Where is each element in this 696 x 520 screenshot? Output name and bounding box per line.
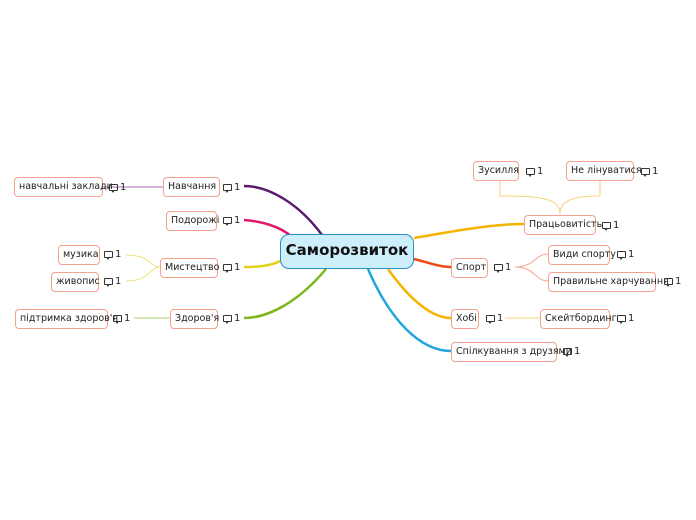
comment-icon: [223, 216, 232, 226]
link-navchannia: [243, 184, 324, 236]
comment-badge[interactable]: 1: [526, 164, 543, 178]
comment-icon: [563, 347, 572, 357]
topic-vydy-sportu[interactable]: Види спорту: [548, 245, 616, 265]
comment-icon: [223, 183, 232, 193]
link-ne-linuvatysia: [559, 180, 601, 215]
comment-icon: [617, 250, 626, 260]
topic-ne-linuvatysia[interactable]: Не лінуватися: [566, 161, 642, 181]
topic-mystetstvo[interactable]: Мистецтво: [160, 258, 219, 278]
topic-khobi[interactable]: Хобі: [451, 309, 479, 329]
comment-icon: [526, 167, 535, 177]
topic-spilkuvannia[interactable]: Спілкування з друзями: [451, 342, 572, 362]
comment-badge[interactable]: 1: [223, 213, 240, 227]
link-pratsovytist: [413, 222, 525, 240]
comment-icon: [223, 263, 232, 273]
comment-badge[interactable]: 1: [563, 344, 580, 358]
comment-icon: [494, 263, 503, 273]
topic-sport[interactable]: Спорт: [451, 258, 488, 278]
topic-pratsovytist[interactable]: Працьовитість: [524, 215, 602, 235]
topic-skeitbordyng[interactable]: Скейтбординг: [540, 309, 617, 329]
topic-zhyvopys[interactable]: живопис: [51, 272, 100, 292]
comment-badge[interactable]: 1: [223, 311, 240, 325]
comment-icon: [104, 277, 113, 287]
comment-badge[interactable]: 1: [223, 260, 240, 274]
link-zhyvopys: [125, 266, 161, 282]
comment-icon: [104, 250, 113, 260]
topic-podorozhi[interactable]: Подорожі: [166, 211, 219, 231]
comment-badge[interactable]: 1: [223, 180, 240, 194]
link-vydy-sportu: [514, 253, 549, 268]
comment-icon: [641, 167, 650, 177]
comment-badge[interactable]: 1: [664, 274, 681, 288]
comment-icon: [664, 277, 673, 287]
comment-badge[interactable]: 1: [641, 164, 658, 178]
comment-badge[interactable]: 1: [104, 274, 121, 288]
comment-icon: [617, 314, 626, 324]
comment-badge[interactable]: 1: [104, 247, 121, 261]
comment-badge[interactable]: 1: [113, 311, 130, 325]
comment-icon: [109, 183, 118, 193]
topic-muzyka[interactable]: музика: [58, 245, 100, 265]
comment-badge[interactable]: 1: [617, 311, 634, 325]
link-khobi: [386, 268, 452, 320]
topic-pidtrymka-zdorovia[interactable]: підтримка здоров'я: [15, 309, 118, 329]
link-mystetstvo: [243, 258, 283, 269]
comment-icon: [486, 314, 495, 324]
link-kharchuvannia: [514, 266, 549, 282]
link-spilkuvannia: [366, 268, 452, 353]
comment-badge[interactable]: 1: [602, 218, 619, 232]
topic-zdorovia[interactable]: Здоров'я: [170, 309, 219, 329]
comment-badge[interactable]: 1: [494, 260, 511, 274]
topic-navchalni-zaklady[interactable]: навчальні заклади: [14, 177, 113, 197]
link-sport: [413, 257, 452, 269]
comment-badge[interactable]: 1: [109, 180, 126, 194]
comment-icon: [223, 314, 232, 324]
comment-badge[interactable]: 1: [617, 247, 634, 261]
topic-navchannia[interactable]: Навчання: [163, 177, 220, 197]
link-muzyka: [125, 254, 161, 268]
link-zusyllia: [499, 180, 561, 215]
comment-icon: [113, 314, 122, 324]
central-topic[interactable]: Саморозвиток: [280, 234, 414, 269]
topic-zusyllia[interactable]: Зусилля: [473, 161, 519, 181]
link-zdorovia: [243, 268, 327, 320]
comment-icon: [602, 221, 611, 231]
topic-pravylne-kharchuvannia[interactable]: Правильне харчування: [548, 272, 669, 292]
comment-badge[interactable]: 1: [486, 311, 503, 325]
